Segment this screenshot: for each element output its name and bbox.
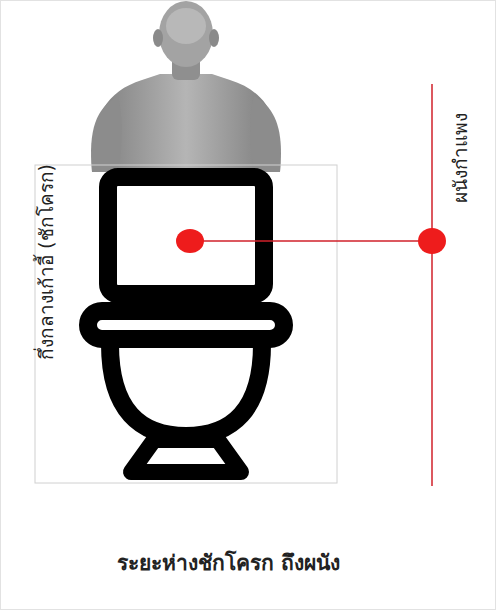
mannequin-ear bbox=[209, 29, 219, 47]
mannequin-head-highlight bbox=[166, 8, 206, 44]
toilet-base bbox=[131, 440, 241, 472]
icon-frame bbox=[35, 165, 337, 483]
center-label: กึ่งกลางเก้าอี้ (ชักโครก) bbox=[31, 164, 61, 360]
wall-line bbox=[431, 84, 433, 486]
mannequin-head bbox=[159, 1, 213, 67]
caption: ระยะห่างชักโครก ถึงผนัง bbox=[117, 546, 340, 579]
mannequin-right-arm bbox=[250, 96, 281, 172]
toilet-bowl bbox=[110, 344, 262, 436]
distance-line bbox=[190, 240, 432, 242]
toilet-seat bbox=[88, 311, 284, 339]
toilet-tank bbox=[108, 177, 264, 294]
mannequin-figure bbox=[91, 1, 281, 172]
wall-point bbox=[418, 228, 446, 254]
mannequin-ear bbox=[153, 29, 163, 47]
toilet-icon bbox=[88, 177, 284, 472]
wall-label: ผนังกำแพง bbox=[445, 113, 475, 203]
mannequin-left-arm bbox=[91, 96, 122, 172]
mannequin-torso bbox=[92, 74, 280, 172]
center-point bbox=[176, 229, 204, 253]
